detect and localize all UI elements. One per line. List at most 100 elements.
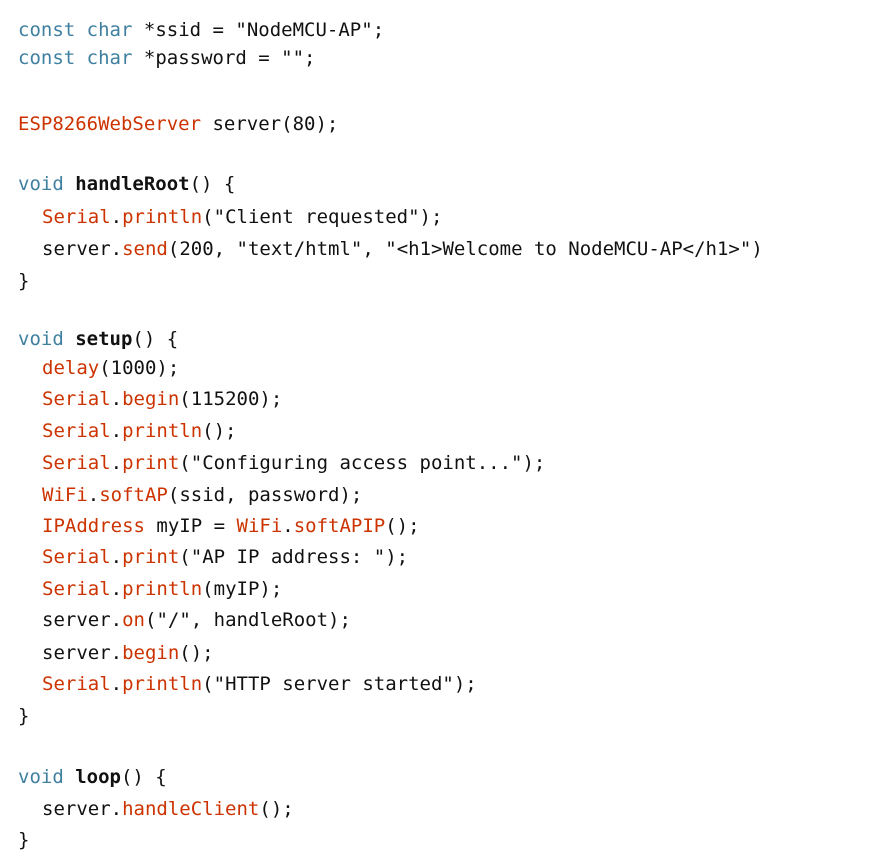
code-token: setup [75, 328, 133, 350]
code-line: Serial.begin(115200); [42, 383, 282, 415]
code-token: . [110, 642, 123, 664]
code-token: server [42, 798, 111, 820]
code-line: server.send(200, "text/html", "<h1>Welco… [42, 233, 763, 265]
code-token: ( [281, 113, 293, 135]
code-token: Serial [42, 578, 111, 600]
code-token: ); [419, 206, 443, 228]
code-token: "/" [156, 609, 191, 631]
code-token: ( [179, 546, 191, 568]
code-token: const [18, 47, 76, 69]
code-token: send [122, 238, 168, 260]
code-token: ( [99, 357, 111, 379]
code-token: ) [751, 238, 763, 260]
code-token: ); [453, 673, 477, 695]
code-token: on [122, 609, 145, 631]
code-token: 200 [179, 238, 214, 260]
code-token: "text/html" [236, 238, 363, 260]
code-token: "" [281, 47, 305, 69]
code-token: softAPIP [293, 515, 386, 537]
code-token: . [110, 388, 123, 410]
code-token: . [110, 609, 123, 631]
code-token: ( [202, 578, 214, 600]
code-token: . [110, 798, 123, 820]
code-token: server [212, 113, 282, 135]
code-line: } [18, 824, 29, 856]
code-line: const char *ssid = "NodeMCU-AP"; [18, 14, 384, 46]
code-token: . [110, 673, 123, 695]
code-token: println [122, 420, 203, 442]
code-token: , [190, 609, 214, 631]
code-token: } [18, 829, 30, 851]
code-line: ESP8266WebServer server(80); [18, 108, 338, 140]
code-line: } [18, 265, 29, 297]
code-token: void [18, 328, 64, 350]
code-token: Serial [42, 206, 111, 228]
code-token: password [247, 484, 340, 506]
code-token: 80 [292, 113, 316, 135]
code-token: * [132, 47, 156, 69]
code-token: (); [259, 798, 294, 820]
code-token: WiFi [236, 515, 283, 537]
code-token: char [86, 47, 133, 69]
code-token: "NodeMCU-AP" [235, 19, 373, 41]
code-token: = [202, 515, 237, 537]
code-token: . [87, 484, 100, 506]
code-line: } [18, 700, 29, 732]
code-token: server [42, 642, 111, 664]
code-token: ); [315, 113, 339, 135]
code-line: void setup() { [18, 323, 178, 355]
code-token: ); [522, 452, 546, 474]
code-line: Serial.println(myIP); [42, 573, 282, 605]
code-token: } [18, 270, 30, 292]
code-token: (); [179, 642, 214, 664]
code-token: (); [202, 420, 237, 442]
code-token: "HTTP server started" [213, 673, 454, 695]
code-token: delay [42, 357, 100, 379]
code-token: "Client requested" [213, 206, 420, 228]
code-token: Serial [42, 420, 111, 442]
code-token: void [18, 766, 64, 788]
code-token: begin [122, 388, 180, 410]
code-token: 1000 [110, 357, 157, 379]
code-line: void handleRoot() { [18, 168, 235, 200]
code-token [75, 47, 86, 69]
code-token: WiFi [42, 484, 88, 506]
code-token: ); [259, 388, 283, 410]
code-token: print [122, 452, 180, 474]
code-token: . [110, 206, 123, 228]
code-token: () { [132, 328, 179, 350]
code-token: myIP [156, 515, 203, 537]
code-token [201, 113, 212, 135]
code-token [64, 328, 75, 350]
code-token: "<h1>Welcome to NodeMCU-AP</h1>" [385, 238, 752, 260]
code-token: ( [202, 673, 214, 695]
code-token: , [213, 238, 237, 260]
code-token: ( [179, 388, 191, 410]
code-token: ); [339, 484, 363, 506]
code-token: print [122, 546, 180, 568]
code-token: "Configuring access point..." [190, 452, 523, 474]
code-token: begin [122, 642, 180, 664]
code-line: Serial.println("Client requested"); [42, 201, 442, 233]
code-token: } [18, 705, 30, 727]
code-token: handleRoot [213, 609, 329, 631]
code-token: server [42, 609, 111, 631]
code-token: loop [75, 766, 121, 788]
code-line: Serial.println(); [42, 415, 237, 447]
code-line: Serial.print("AP IP address: "); [42, 541, 408, 573]
code-token: ssid [179, 484, 226, 506]
code-token: "AP IP address: " [190, 546, 386, 568]
code-token: ( [167, 484, 180, 506]
code-token: () { [120, 766, 167, 788]
code-token: IPAddress [42, 515, 145, 537]
code-token: myIP [213, 578, 260, 600]
code-token: ); [328, 609, 351, 631]
code-line: IPAddress myIP = WiFi.softAPIP(); [42, 510, 420, 542]
code-token: . [110, 546, 123, 568]
code-token: softAP [99, 484, 168, 506]
code-token: . [110, 578, 123, 600]
code-token: const [18, 19, 76, 41]
code-token [75, 19, 86, 41]
code-token: handleRoot [75, 173, 190, 195]
